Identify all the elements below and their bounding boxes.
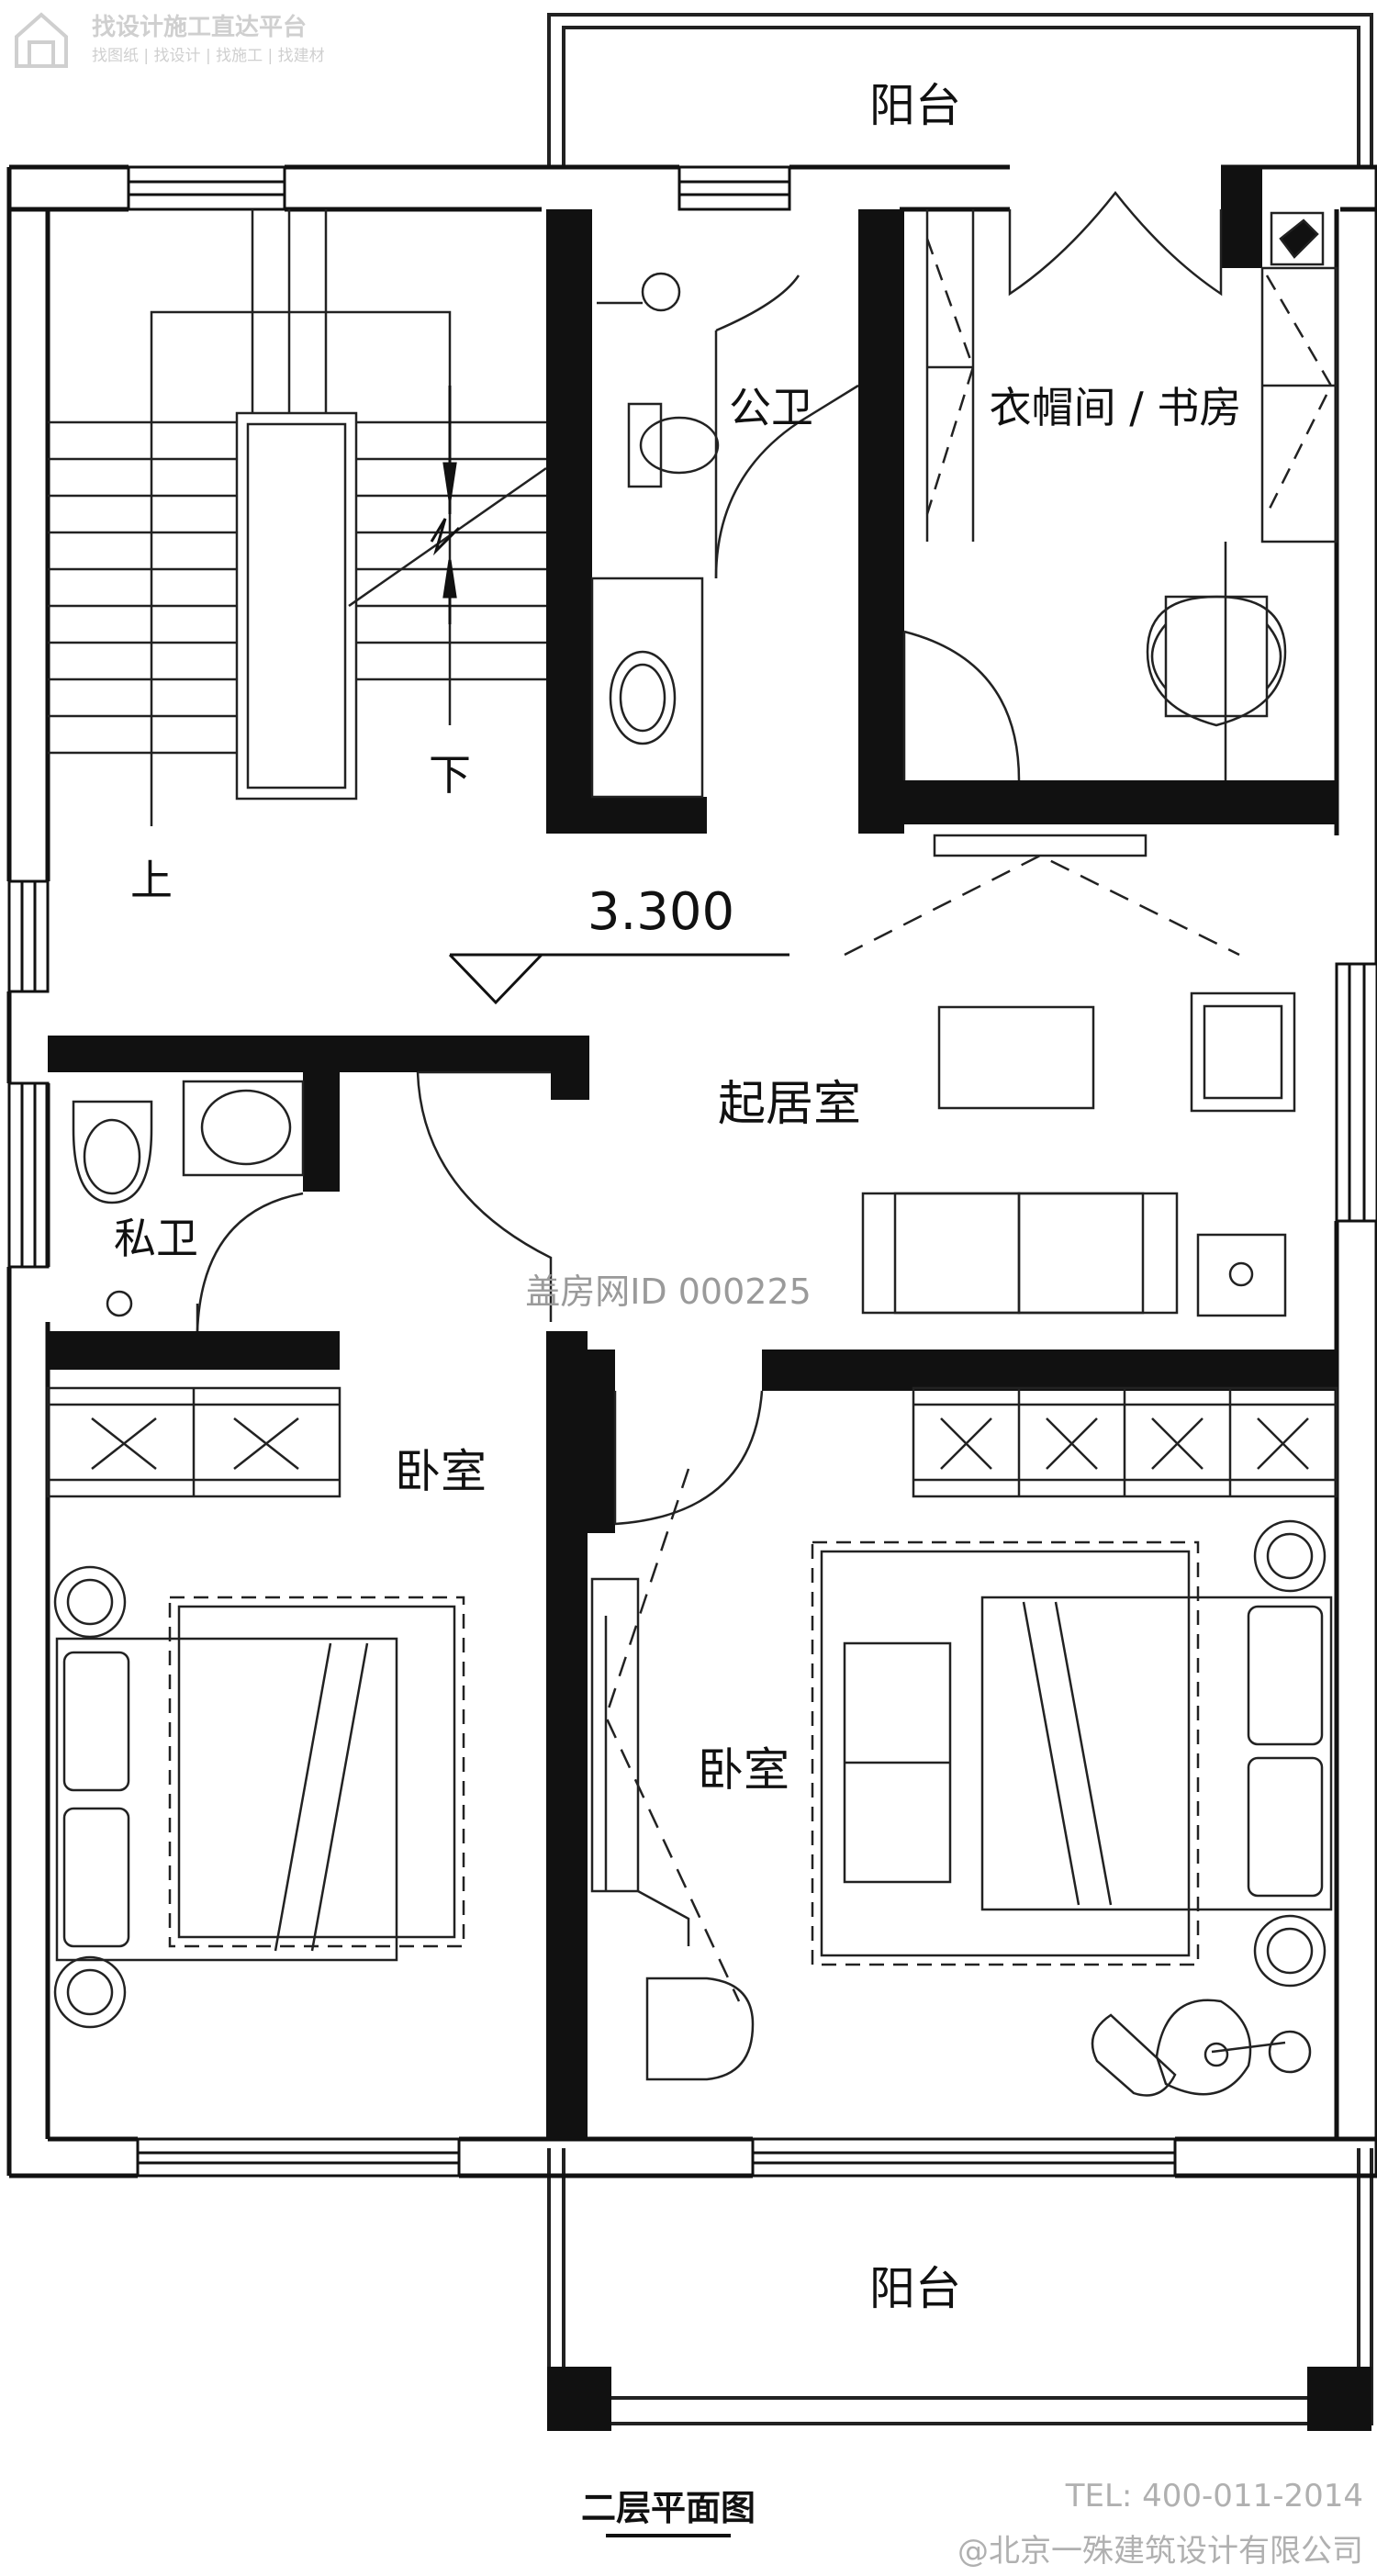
- nightstand-lamp-icon: [53, 1565, 127, 1639]
- toilet-icon: [627, 402, 663, 488]
- staircase: [48, 209, 547, 826]
- stair-direction-arrows: [430, 386, 461, 624]
- living-room-label: 起居室: [718, 1077, 861, 1132]
- bed-icon: [55, 1637, 398, 1962]
- public-bath-label: 公卫: [729, 383, 813, 432]
- tv-cabinet-icon-2: [590, 1577, 640, 1893]
- washbasin-icon-2: [182, 1080, 305, 1177]
- elevation-label: 3.300: [588, 882, 734, 942]
- side-lamp-icon: [1228, 1261, 1254, 1287]
- floor-drain-icon-2: [106, 1290, 133, 1317]
- door-private-bath: [416, 1070, 553, 1322]
- armchair-icon: [1190, 991, 1296, 1113]
- logo-subtitle: 找图纸 | 找设计 | 找施工 | 找建材: [92, 47, 325, 65]
- center-watermark: 盖房网ID 000225: [525, 1271, 812, 1312]
- walls: [6, 164, 1377, 2178]
- living-room-furniture: [844, 834, 1296, 1317]
- elevation-marker: [448, 953, 789, 1005]
- private-bath-label: 私卫: [114, 1214, 198, 1263]
- bed-icon-2: [980, 1596, 1333, 1911]
- door-cloakroom: [902, 630, 1021, 781]
- solid-walls: [48, 167, 1337, 2139]
- bedroom-left-label: 卧室: [395, 1445, 487, 1498]
- bedroom-right-label: 卧室: [698, 1743, 789, 1797]
- stair-up-label: 上: [130, 856, 173, 905]
- drawing-title: 二层平面图: [581, 2488, 756, 2528]
- tv-cabinet-icon: [933, 834, 1148, 857]
- house-logo-icon: [15, 12, 68, 68]
- washbasin-icon: [609, 650, 677, 745]
- dresser-chair-icon: [645, 1977, 755, 2081]
- company-watermark: @北京一殊建筑设计有限公司: [957, 2533, 1363, 2570]
- column-bottom-left: [547, 2367, 611, 2431]
- balcony-top-label: 阳台: [869, 79, 961, 132]
- balcony-bottom: [547, 2148, 1373, 2425]
- balcony-bottom-label: 阳台: [869, 2262, 961, 2315]
- toilet-icon-2: [72, 1100, 153, 1204]
- bedroom-right-furniture: [590, 1386, 1338, 2097]
- column-bottom-right: [1307, 2367, 1371, 2431]
- logo-title: 找设计施工直达平台: [92, 13, 307, 41]
- logo-watermark: 找设计施工直达平台 找图纸 | 找设计 | 找施工 | 找建材: [15, 12, 325, 68]
- stair-down-label: 下: [429, 750, 471, 800]
- public-bath-fixtures: [590, 272, 859, 799]
- cloakroom-study-label: 衣帽间 / 书房: [990, 383, 1242, 432]
- bedroom-left-furniture: [46, 1386, 465, 2029]
- private-bath-fixtures: [72, 1080, 305, 1332]
- desk-chair-icon: [1164, 595, 1269, 718]
- coffee-table-icon: [937, 1005, 1095, 1110]
- cloakroom-fixtures: [925, 190, 1338, 780]
- balcony-top: [547, 13, 1373, 165]
- windows: [7, 165, 1377, 2178]
- door-right-bedroom: [613, 1390, 764, 1526]
- floor-drain-icon: [641, 272, 681, 312]
- tel-watermark: TEL: 400-011-2014: [1065, 2478, 1363, 2514]
